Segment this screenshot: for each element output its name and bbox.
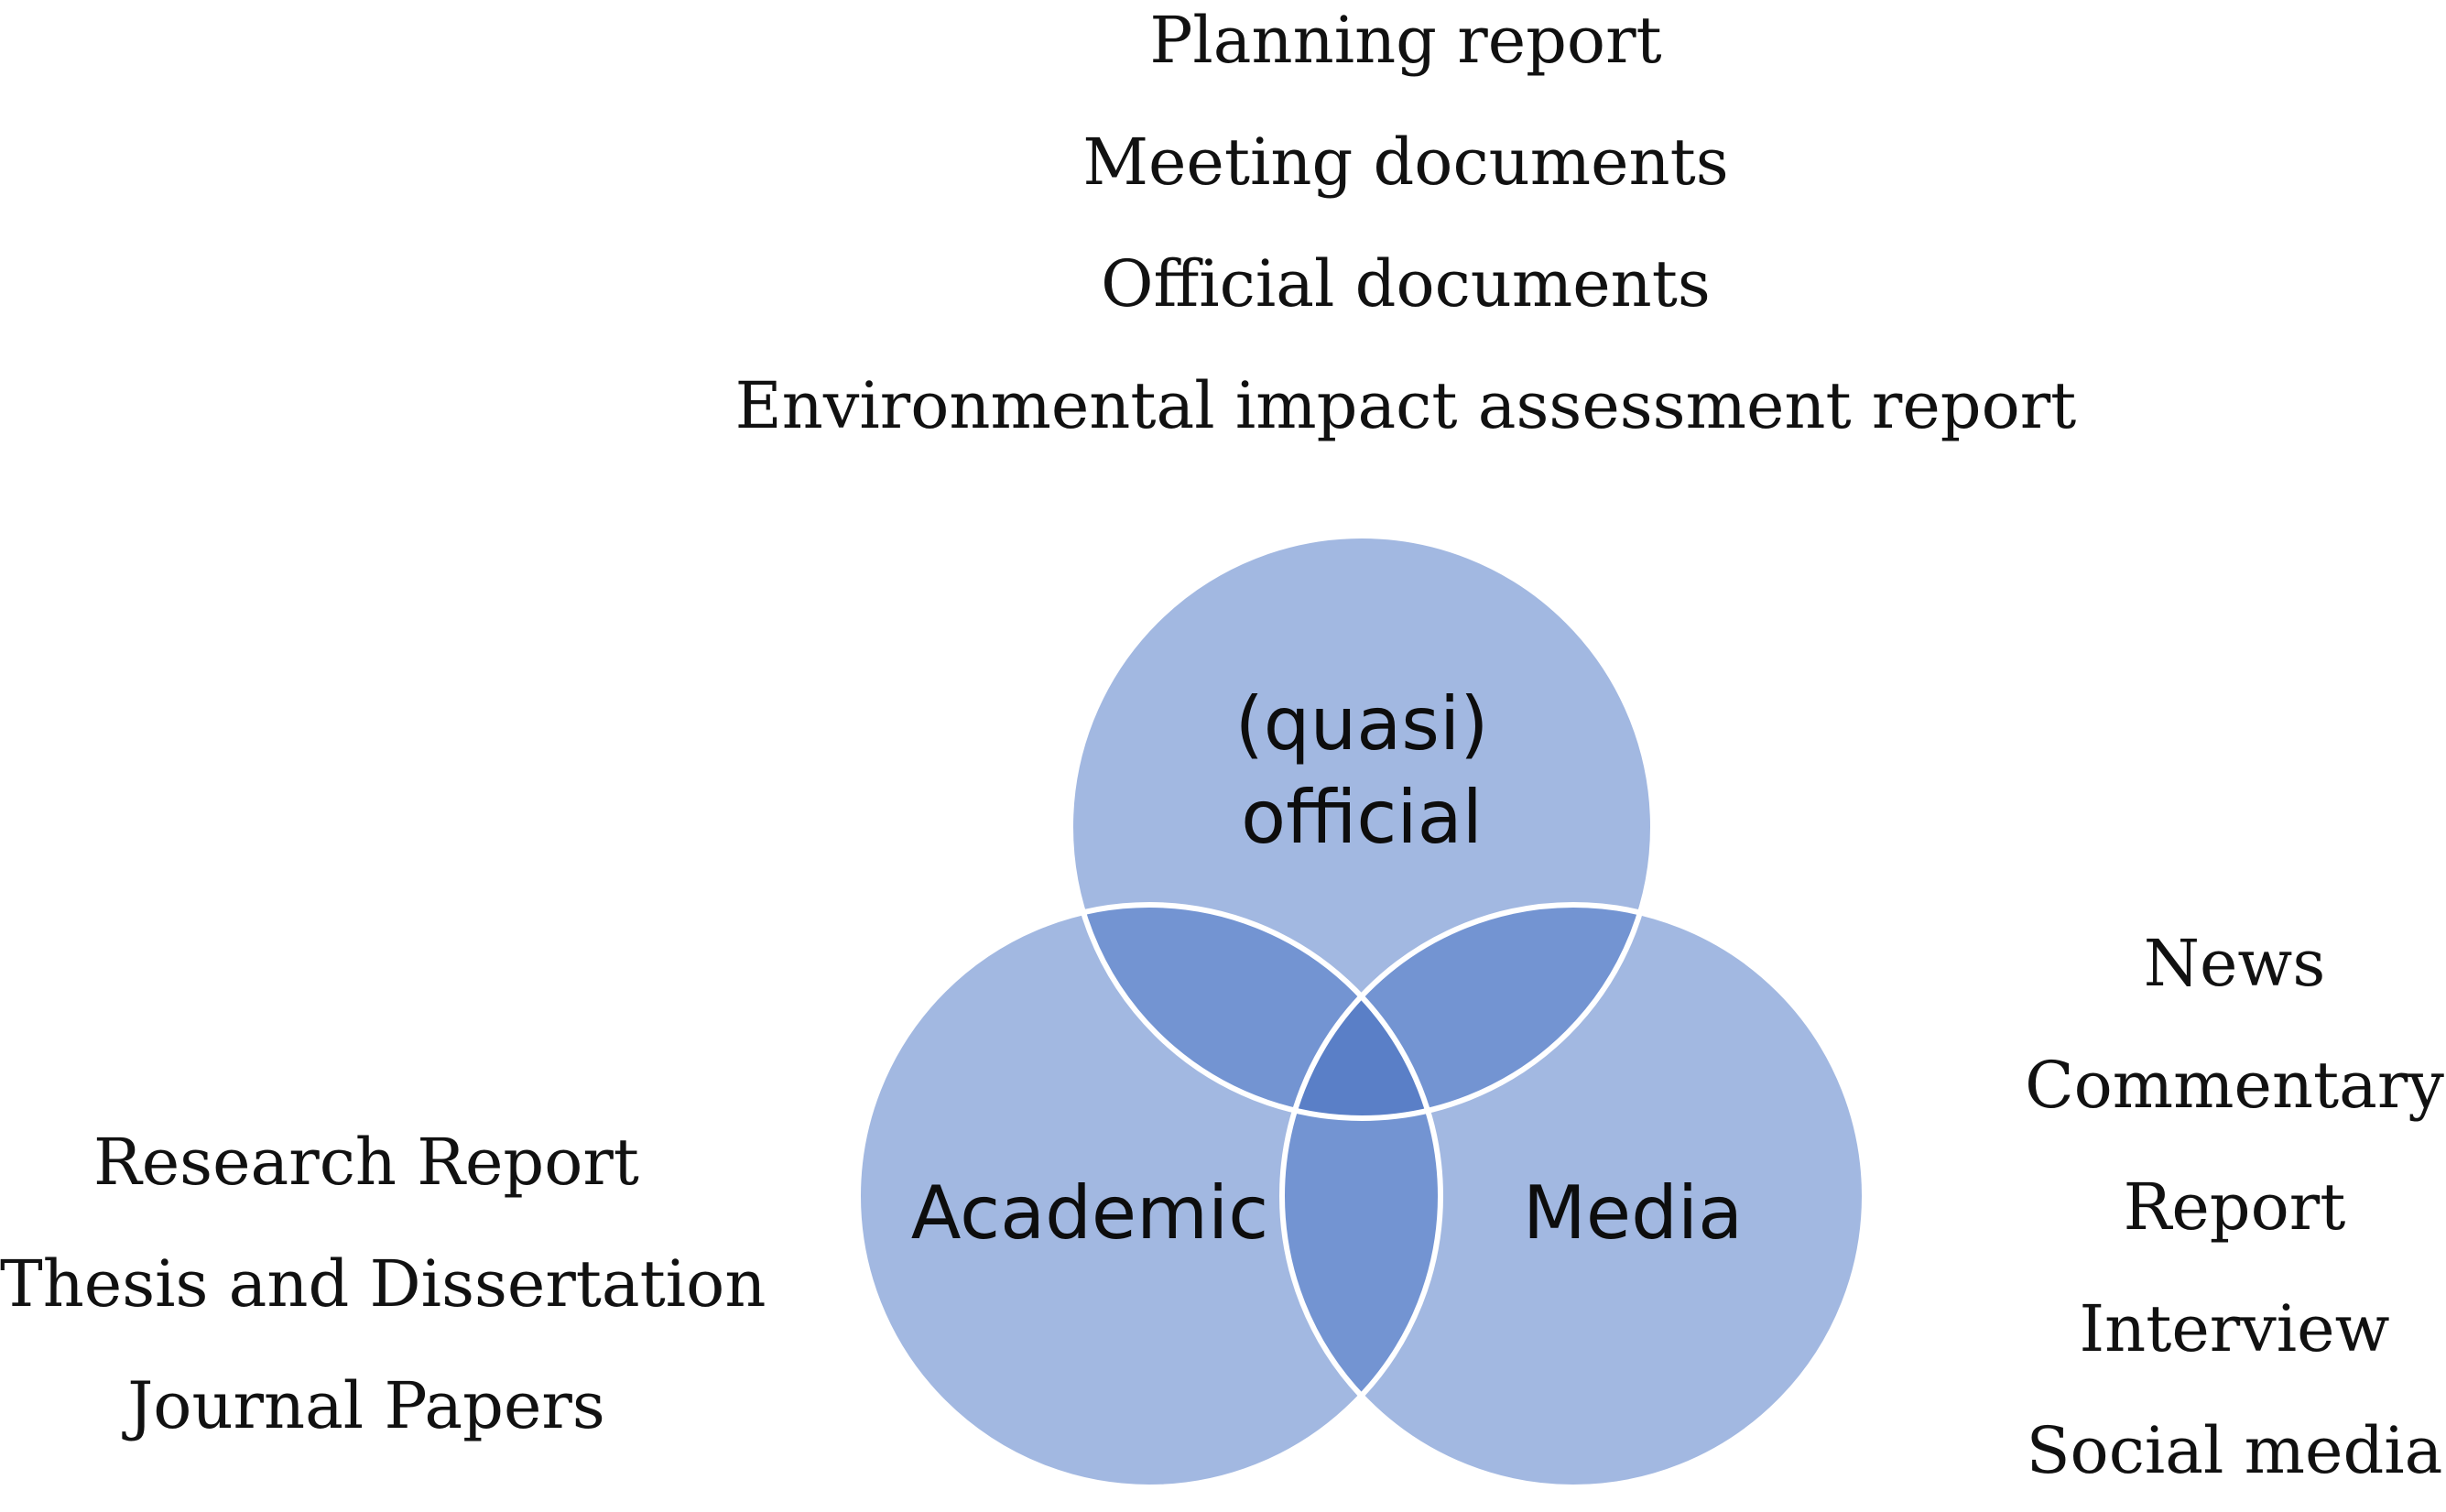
academic-source-item: Research Report (93, 1125, 639, 1200)
official-source-list: Planning report Meeting documents Offici… (0, 0, 2446, 467)
official-media-overlap (1282, 905, 1653, 1118)
media-source-item: Commentary (2025, 1048, 2444, 1123)
media-label: Media (1523, 1170, 1743, 1256)
academic-source-item: Journal Papers (127, 1368, 605, 1443)
media-source-list: News Commentary Report Interview Social … (2015, 903, 2446, 1512)
official-source-item: Official documents (1101, 246, 1711, 321)
academic-source-list: Research Report Thesis and Dissertation … (0, 1102, 766, 1467)
official-label-line1: (quasi) (1235, 681, 1489, 767)
official-source-item: Planning report (1149, 3, 1662, 78)
academic-circle-outline (855, 902, 1443, 1490)
official-academic-overlap (1071, 905, 1440, 1118)
media-source-item: News (2143, 926, 2326, 1001)
media-source-item: Report (2123, 1169, 2346, 1245)
official-label-line2: official (1241, 775, 1483, 860)
media-source-item: Social media (2026, 1413, 2443, 1488)
academic-source-item: Thesis and Dissertation (0, 1246, 766, 1322)
media-circle-outline (1279, 902, 1867, 1490)
official-source-item: Meeting documents (1082, 125, 1729, 200)
official-circle-outline (1068, 533, 1656, 1121)
academic-label: Academic (911, 1170, 1268, 1256)
media-source-item: Interview (2079, 1291, 2390, 1366)
official-source-item: Environmental impact assessment report (734, 368, 2077, 443)
